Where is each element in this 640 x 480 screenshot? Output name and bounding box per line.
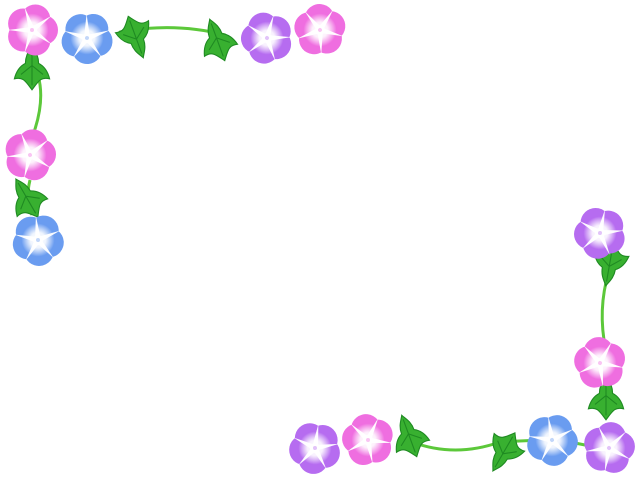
flower-pink bbox=[342, 414, 393, 466]
flower-pink bbox=[5, 129, 57, 181]
flower-blue bbox=[12, 215, 64, 266]
flower-purple bbox=[584, 422, 635, 473]
leaf bbox=[114, 15, 150, 59]
flower-blue bbox=[61, 13, 113, 65]
flower-blue bbox=[527, 415, 578, 466]
flower-purple bbox=[289, 423, 340, 474]
leaf bbox=[15, 177, 49, 218]
flower-pink bbox=[294, 3, 346, 55]
leaf bbox=[395, 414, 431, 458]
vines bbox=[26, 26, 614, 452]
flower-purple bbox=[574, 207, 625, 259]
leaves bbox=[13, 15, 630, 473]
leaf bbox=[492, 432, 526, 473]
leaf bbox=[203, 18, 239, 62]
flower-pink bbox=[574, 337, 625, 388]
flower-pink bbox=[8, 4, 58, 56]
flower-purple bbox=[240, 12, 292, 64]
